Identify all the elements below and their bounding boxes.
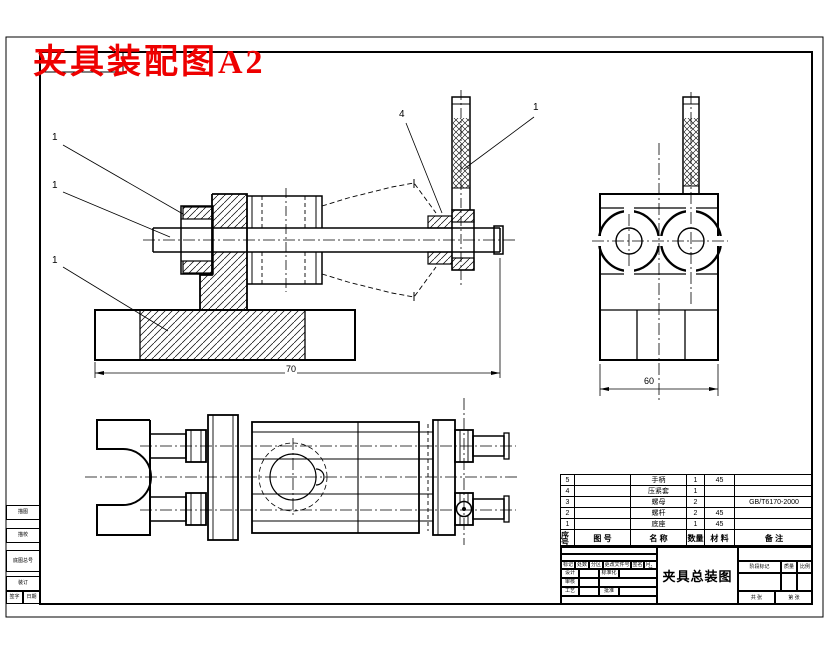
- sign-cell: [599, 578, 657, 587]
- sign-cell: [579, 578, 599, 587]
- part-name: 底座: [631, 519, 687, 530]
- handle-front: [451, 90, 471, 285]
- sign-label-approve: 批准: [599, 587, 619, 596]
- part-no: 5: [561, 475, 575, 486]
- side-dimension: [599, 364, 719, 396]
- balloon-label: 1: [52, 132, 58, 143]
- sign-label-check: 审核: [561, 578, 579, 587]
- weight-label: 质量: [781, 561, 797, 573]
- part-remarks: [735, 508, 813, 519]
- dimension-front-width: 70: [285, 364, 298, 374]
- part-qty: 2: [687, 508, 705, 519]
- revision-row: [561, 547, 657, 554]
- part-remarks: [735, 486, 813, 497]
- parts-header-material: 材 料: [705, 530, 735, 547]
- part-name: 手柄: [631, 475, 687, 486]
- plan-view: [85, 398, 520, 545]
- part-material: [705, 497, 735, 508]
- sign-cell: [619, 587, 657, 596]
- sign-cell: [561, 596, 657, 605]
- part-name: 螺母: [631, 497, 687, 508]
- stage-mark-cell: [738, 573, 781, 591]
- part-material: 45: [705, 508, 735, 519]
- part-drawing-no: [575, 519, 631, 530]
- assembly-drawing-title: 夹具总装图: [657, 547, 738, 605]
- balloon-label: 4: [399, 109, 405, 120]
- sign-label-design: 设计: [561, 569, 579, 578]
- front-dimension: [94, 258, 501, 378]
- sheet-page-label: 第 张: [775, 591, 813, 605]
- leader-lines: [62, 116, 535, 332]
- scale-label: 比例: [797, 561, 813, 573]
- revision-header: 标记: [561, 561, 575, 569]
- part-qty: 1: [687, 475, 705, 486]
- part-material: 45: [705, 475, 735, 486]
- part-no: 3: [561, 497, 575, 508]
- stage-mark-label: 阶段标记: [738, 561, 781, 573]
- revision-header: 更改文件号: [603, 561, 631, 569]
- sign-cell: [579, 587, 599, 596]
- margin-block-tracing: 描图: [6, 505, 40, 520]
- dimension-side-width: 60: [643, 376, 656, 386]
- part-remarks: [735, 475, 813, 486]
- part-name: 螺杆: [631, 508, 687, 519]
- part-material: [705, 486, 735, 497]
- sign-cell: [619, 569, 657, 578]
- part-drawing-no: [575, 475, 631, 486]
- margin-block-date: 日期: [23, 591, 40, 604]
- sign-cell: [579, 569, 599, 578]
- parts-header-name: 名 称: [631, 530, 687, 547]
- part-no: 1: [561, 519, 575, 530]
- margin-block-check: 描校: [6, 528, 40, 543]
- right-top-cell: [738, 547, 813, 561]
- balloon-label: 1: [52, 255, 58, 266]
- revision-header: 分区: [589, 561, 603, 569]
- weight-cell: [781, 573, 797, 591]
- part-drawing-no: [575, 508, 631, 519]
- sign-label-standard: 标准化: [599, 569, 619, 578]
- parts-header-remarks: 备 注: [764, 534, 784, 543]
- margin-block-signature: 签字: [6, 591, 23, 604]
- part-no: 4: [561, 486, 575, 497]
- drawing-title-overlay: 夹具装配图A2: [33, 44, 266, 81]
- margin-block-master-no: 底图总号: [6, 550, 40, 572]
- parts-header-drawing-no: 图 号: [575, 530, 631, 547]
- part-drawing-no: [575, 486, 631, 497]
- sign-label-process: 工艺: [561, 587, 579, 596]
- sheet-border: [5, 36, 824, 618]
- revision-header: 签名: [631, 561, 644, 569]
- revision-row: [561, 554, 657, 561]
- part-name: 压紧套: [631, 486, 687, 497]
- revision-header: 处数: [575, 561, 589, 569]
- part-material: 45: [705, 519, 735, 530]
- part-qty: 1: [687, 486, 705, 497]
- parts-header-no: 序号: [561, 530, 575, 547]
- title-block: 标记 处数 分区 更改文件号 签名 年、月、日 设计 标准化 审核 工艺 批准 …: [560, 546, 813, 605]
- revision-header: 年、月、日: [644, 561, 657, 569]
- balloon-label: 1: [533, 102, 539, 113]
- part-remarks: GB/T6170-2000: [735, 497, 813, 508]
- part-qty: 1: [687, 519, 705, 530]
- part-qty: 2: [687, 497, 705, 508]
- scale-cell: [797, 573, 813, 591]
- balloon-label: 1: [52, 180, 58, 191]
- margin-block-binding: 装订: [6, 576, 40, 591]
- part-remarks: [735, 519, 813, 530]
- front-view: [62, 90, 535, 378]
- part-no: 2: [561, 508, 575, 519]
- part-drawing-no: [575, 497, 631, 508]
- parts-header-qty: 数量: [687, 530, 705, 547]
- side-view: [592, 92, 728, 400]
- parts-list-table: 5 手柄 1 45 4 压紧套 1 3 螺母 2 GB/T6170-2000 2…: [560, 474, 813, 547]
- sheet-total-label: 共 张: [738, 591, 775, 605]
